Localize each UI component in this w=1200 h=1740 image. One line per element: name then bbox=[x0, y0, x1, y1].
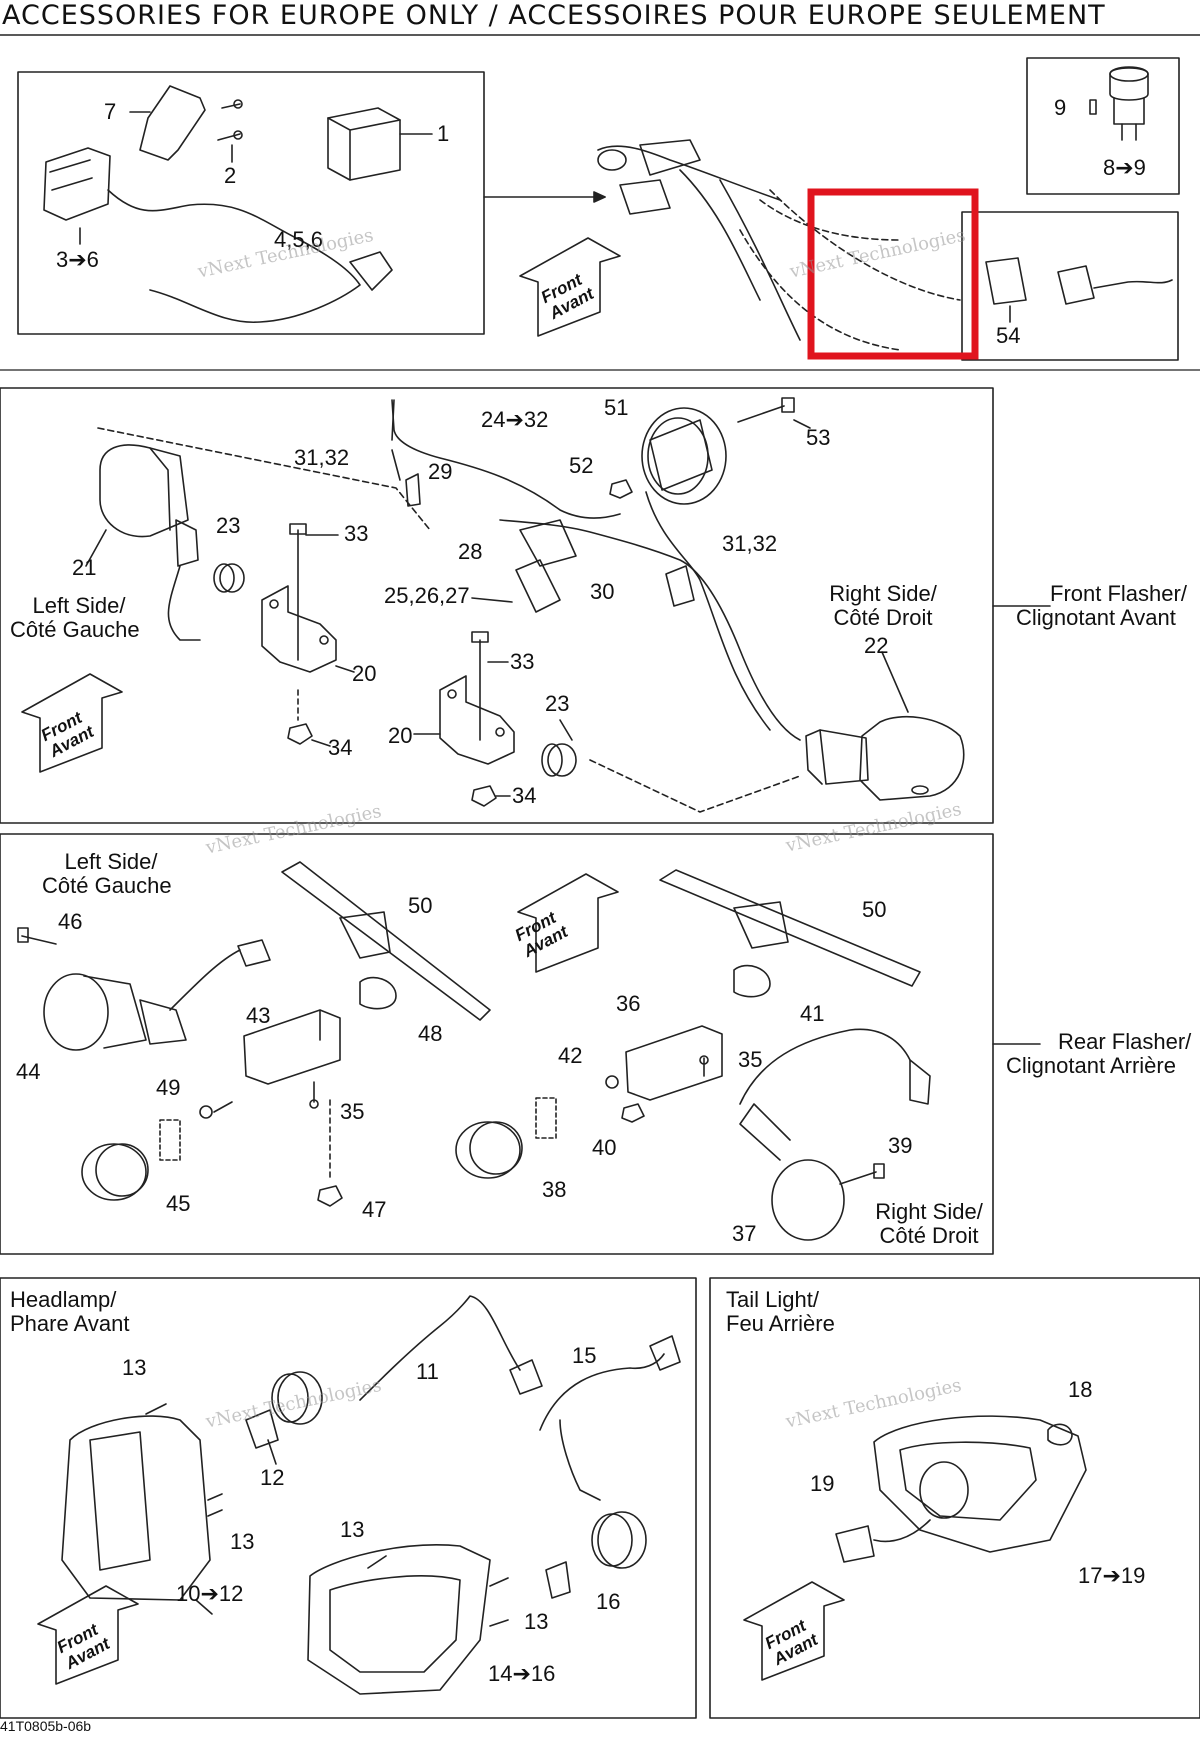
part-label-48: 48 bbox=[418, 1021, 443, 1046]
part-label-10-12: 10➔12 bbox=[176, 1581, 244, 1606]
part-label-20-b: 20 bbox=[388, 723, 413, 748]
part-label-39: 39 bbox=[888, 1133, 913, 1158]
drawing-code: 41T0805b-06b bbox=[0, 1718, 92, 1734]
part-label-50-a: 50 bbox=[408, 893, 433, 918]
part-label-51: 51 bbox=[604, 395, 629, 420]
right-front-flasher bbox=[805, 716, 965, 801]
part-label-21: 21 bbox=[72, 555, 97, 580]
handlebar-assembly bbox=[597, 139, 961, 351]
part-label-3-6: 3➔6 bbox=[56, 247, 99, 272]
front-left-side-label: Left Side/ Côté Gauche bbox=[10, 593, 140, 642]
part-label-43: 43 bbox=[246, 1003, 271, 1028]
part-label-33-b: 33 bbox=[510, 649, 535, 674]
part-label-22: 22 bbox=[864, 633, 889, 658]
part-label-24-32: 24➔32 bbox=[481, 407, 549, 432]
part-label-34-a: 34 bbox=[328, 735, 353, 760]
part-label-34-b: 34 bbox=[512, 783, 537, 808]
part-label-45: 45 bbox=[166, 1191, 191, 1216]
part-label-11: 11 bbox=[416, 1359, 439, 1384]
part-label-36: 36 bbox=[616, 991, 641, 1016]
part-label-49: 49 bbox=[156, 1075, 181, 1100]
part-label-42: 42 bbox=[558, 1043, 583, 1068]
rear-left-side-label: Left Side/ Côté Gauche bbox=[42, 849, 172, 898]
part-label-9: 9 bbox=[1054, 95, 1067, 120]
part-label-1: 1 bbox=[437, 121, 450, 146]
tail-light-title: Tail Light/ Feu Arrière bbox=[726, 1287, 835, 1336]
rear-right-side-label: Right Side/ Côté Droit bbox=[875, 1199, 983, 1248]
part-label-44: 44 bbox=[16, 1059, 41, 1084]
part-label-31-32-a: 31,32 bbox=[294, 445, 350, 470]
flasher-relay bbox=[327, 107, 433, 181]
part-label-19: 19 bbox=[810, 1471, 835, 1496]
part-label-7: 7 bbox=[104, 99, 117, 124]
part-label-54: 54 bbox=[996, 323, 1021, 348]
part-label-12: 12 bbox=[260, 1465, 285, 1490]
part-label-29: 29 bbox=[428, 459, 453, 484]
part-label-38: 38 bbox=[542, 1177, 567, 1202]
page-title: ACCESSORIES FOR EUROPE ONLY / ACCESSOIRE… bbox=[2, 0, 1106, 31]
part-label-40: 40 bbox=[592, 1135, 617, 1160]
part-label-13-a: 13 bbox=[122, 1355, 147, 1380]
part-label-33-a: 33 bbox=[344, 521, 369, 546]
part-label-25-26-27: 25,26,27 bbox=[384, 583, 470, 608]
part-label-17-19: 17➔19 bbox=[1078, 1563, 1146, 1588]
part-label-13-c: 13 bbox=[340, 1517, 365, 1542]
part-label-20-a: 20 bbox=[352, 661, 377, 686]
part-label-37: 37 bbox=[732, 1221, 757, 1246]
part-label-8-9: 8➔9 bbox=[1103, 155, 1146, 180]
part-label-47: 47 bbox=[362, 1197, 387, 1222]
part-label-16: 16 bbox=[596, 1589, 621, 1614]
front-hub bbox=[641, 407, 727, 505]
part-label-30: 30 bbox=[590, 579, 615, 604]
part-label-52: 52 bbox=[569, 453, 594, 478]
part-label-41: 41 bbox=[800, 1001, 825, 1026]
part-label-28: 28 bbox=[458, 539, 483, 564]
part-label-53: 53 bbox=[806, 425, 831, 450]
headlamp-title: Headlamp/ Phare Avant bbox=[10, 1287, 130, 1336]
connector-box bbox=[961, 211, 1179, 361]
part-label-13-b: 13 bbox=[230, 1529, 255, 1554]
rear-flasher-title: Rear Flasher/ Clignotant Arrière bbox=[1006, 1029, 1192, 1078]
part-label-23-b: 23 bbox=[545, 691, 570, 716]
part-label-23-a: 23 bbox=[216, 513, 241, 538]
headlamp-box bbox=[0, 1277, 697, 1719]
flasher-module-box bbox=[17, 71, 485, 335]
part-label-35-b: 35 bbox=[738, 1047, 763, 1072]
part-label-50-b: 50 bbox=[862, 897, 887, 922]
front-flasher-title: Front Flasher/ Clignotant Avant bbox=[1016, 581, 1187, 630]
front-right-side-label: Right Side/ Côté Droit bbox=[829, 581, 937, 630]
part-label-46: 46 bbox=[58, 909, 83, 934]
highlight-box bbox=[807, 188, 979, 360]
part-label-13-d: 13 bbox=[524, 1609, 549, 1634]
part-label-2: 2 bbox=[224, 163, 237, 188]
part-label-15: 15 bbox=[572, 1343, 597, 1368]
part-label-18: 18 bbox=[1068, 1377, 1093, 1402]
key-switch-box bbox=[1026, 57, 1180, 195]
part-label-35-a: 35 bbox=[340, 1099, 365, 1124]
part-label-14-16: 14➔16 bbox=[488, 1661, 556, 1686]
tail-light-box bbox=[709, 1277, 1200, 1719]
left-front-flasher bbox=[85, 444, 201, 641]
headlamp-housing bbox=[61, 1415, 211, 1601]
part-label-31-32-b: 31,32 bbox=[722, 531, 778, 556]
part-label-4-5-6: 4,5,6 bbox=[274, 227, 323, 252]
